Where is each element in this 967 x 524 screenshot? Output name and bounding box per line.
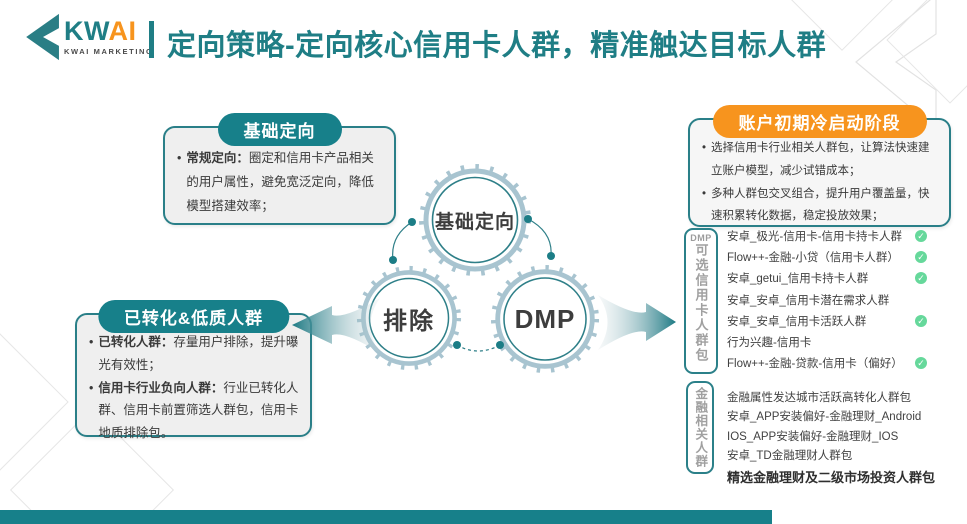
- list-item: 安卓_TD金融理财人群包: [727, 450, 853, 463]
- list-item: Flow++-金融-贷款-信用卡（偏好） ✓: [727, 353, 927, 374]
- check-icon: ✓: [915, 357, 927, 370]
- check-icon: ✓: [915, 229, 927, 242]
- basic-targeting-badge: 基础定向: [217, 113, 342, 146]
- bullet-item: • 信用卡行业负向人群：行业已转化人群、信用卡前置筛选人群包，信用卡地质排除包。: [89, 377, 302, 445]
- bullet-item: • 多种人群包交叉组合，提升用户覆盖量，快速积累转化数据，稳定投放效果；: [702, 183, 939, 229]
- check-icon: ✓: [915, 314, 927, 327]
- finance-tag-vertical: 金融相关人群: [693, 387, 708, 468]
- dmp-vertical-tag: DMP 可选信用卡人群包: [684, 228, 718, 374]
- bullet-icon: •: [177, 151, 182, 165]
- coldstart-card: 账户初期冷启动阶段 • 选择信用卡行业相关人群包，让算法快速建立账户模型，减少试…: [688, 105, 951, 229]
- basic-targeting-card: 基础定向 • 常规定向：圈定和信用卡产品相关的用户属性，避免宽泛定向，降低模型搭…: [163, 113, 396, 225]
- list-item: 安卓_APP安装偏好-金融理财_Android: [727, 411, 922, 424]
- list-item: 金融属性发达城市活跃高转化人群包: [727, 391, 911, 404]
- diamond-decor-icon: [0, 331, 69, 473]
- gear-label: 排除: [383, 307, 435, 335]
- bullet-item: • 常规定向：圈定和信用卡产品相关的用户属性，避免宽泛定向，降低模型搭建效率；: [177, 146, 384, 218]
- gear-icon: [490, 264, 600, 374]
- bullet-icon: •: [702, 142, 707, 154]
- finance-audience-list: 金融属性发达城市活跃高转化人群包 安卓_APP安装偏好-金融理财_Android…: [727, 387, 952, 487]
- diamond-decor-icon: [886, 0, 967, 104]
- list-item: 安卓_极光-信用卡-信用卡持卡人群 ✓: [727, 225, 927, 246]
- page-title: 定向策略-定向核心信用卡人群，精准触达目标人群: [167, 30, 827, 62]
- title-separator: [149, 21, 154, 58]
- finance-vertical-tag: 金融相关人群: [686, 381, 714, 474]
- dmp-audience-list: 安卓_极光-信用卡-信用卡持卡人群 ✓ Flow++-金融-小贷（信用卡人群） …: [727, 225, 927, 374]
- kwai-logo-text: KWAI KWAI MARKETING: [64, 18, 153, 56]
- bullet-item: • 选择信用卡行业相关人群包，让算法快速建立账户模型，减少试错成本；: [702, 137, 939, 183]
- coldstart-badge: 账户初期冷启动阶段: [712, 105, 927, 138]
- list-item: 安卓_安卓_信用卡潜在需求人群: [727, 294, 890, 307]
- gear-exclude: 排除: [356, 265, 462, 371]
- bullet-icon: •: [89, 380, 94, 395]
- logo-subtitle: KWAI MARKETING: [64, 47, 154, 56]
- gear-label: DMP: [514, 303, 576, 334]
- arrow-right-icon: [598, 295, 676, 350]
- logo-kw: KW: [64, 16, 109, 46]
- list-item: 安卓_getui_信用卡持卡人群 ✓: [727, 268, 927, 289]
- bullet-icon: •: [89, 335, 94, 349]
- gear-dmp: DMP: [490, 264, 600, 374]
- gear-label: 基础定向: [434, 211, 515, 233]
- list-item: Flow++-金融-小贷（信用卡人群） ✓: [727, 246, 927, 267]
- list-item: 行为兴趣-信用卡: [727, 337, 812, 350]
- dmp-tag-top: DMP: [690, 233, 712, 243]
- logo-ai: AI: [108, 16, 137, 46]
- gear-basic-targeting: 基础定向: [418, 163, 532, 277]
- kwai-logo-icon: [26, 13, 59, 61]
- converted-lowquality-badge: 已转化&低质人群: [97, 300, 290, 333]
- list-item: 精选金融理财及二级市场投资人群包: [727, 469, 936, 485]
- check-icon: ✓: [915, 272, 927, 285]
- list-item: IOS_APP安装偏好-金融理财_IOS: [727, 430, 899, 443]
- converted-lowquality-card: 已转化&低质人群 • 已转化人群：存量用户排除，提升曝光有效性； • 信用卡行业…: [75, 300, 312, 440]
- list-item: 安卓_安卓_信用卡活跃人群 ✓: [727, 310, 927, 331]
- bullet-item: • 已转化人群：存量用户排除，提升曝光有效性；: [89, 331, 302, 377]
- dmp-tag-vertical: 可选信用卡人群包: [693, 243, 709, 363]
- bottom-accent-bar: [0, 510, 772, 524]
- check-icon: ✓: [915, 250, 927, 263]
- bullet-icon: •: [702, 187, 707, 200]
